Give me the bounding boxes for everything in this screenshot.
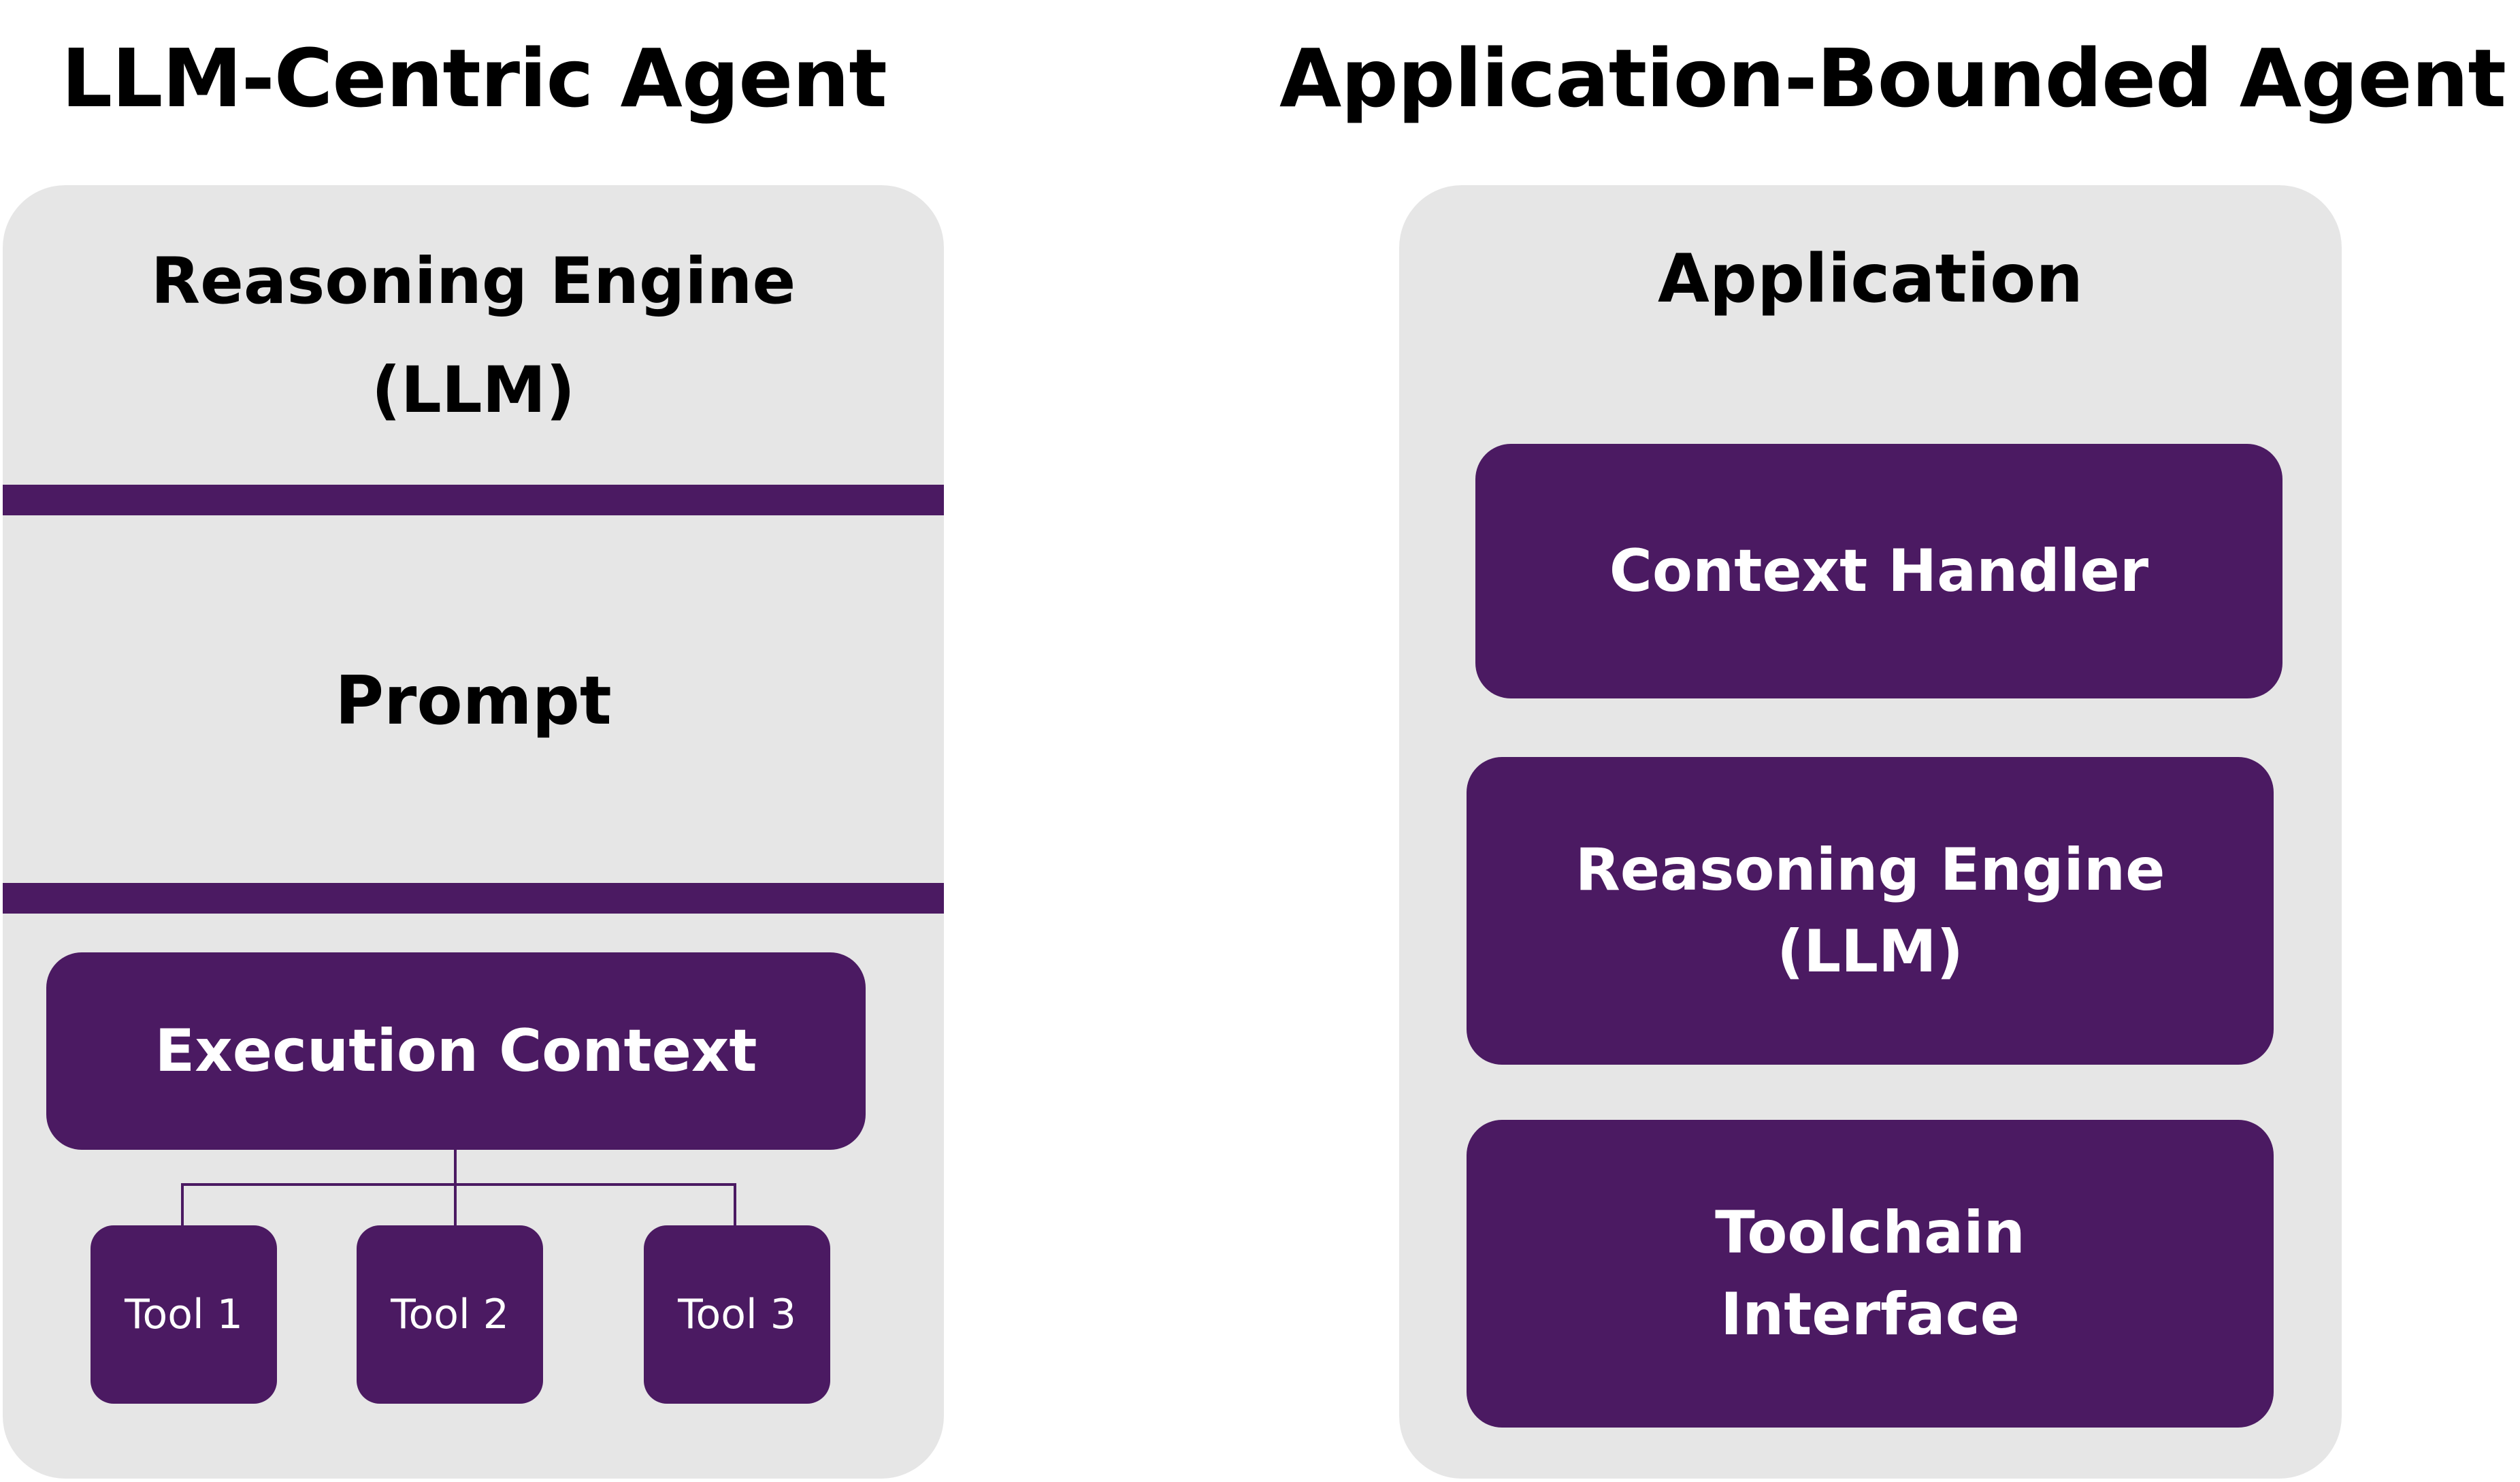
tool-3-box: Tool 3 xyxy=(644,1225,830,1404)
toolchain-interface-box: Toolchain Interface xyxy=(1467,1120,2274,1428)
llm-centric-panel: Reasoning Engine (LLM) Prompt Execution … xyxy=(3,185,944,1479)
tool-2-label: Tool 2 xyxy=(391,1291,509,1338)
toolchain-interface-line2: Interface xyxy=(1720,1280,2020,1349)
application-label: Application xyxy=(1657,240,2084,318)
context-handler-label: Context Handler xyxy=(1609,536,2149,605)
context-handler-box: Context Handler xyxy=(1475,444,2282,698)
reasoning-engine-line2: (LLM) xyxy=(371,353,576,428)
reasoning-engine-box-line1: Reasoning Engine xyxy=(1575,835,2165,904)
divider-top xyxy=(3,485,944,515)
tool-connector-lines xyxy=(181,1150,736,1225)
execution-context-label: Execution Context xyxy=(154,1016,757,1085)
prompt-label: Prompt xyxy=(335,662,612,740)
execution-context-box: Execution Context xyxy=(46,952,866,1150)
tool-2-box: Tool 2 xyxy=(357,1225,543,1404)
left-heading: LLM-Centric Agent xyxy=(61,31,887,125)
tool-1-label: Tool 1 xyxy=(125,1291,243,1338)
tool-1-box: Tool 1 xyxy=(91,1225,277,1404)
application-bounded-panel: Application Context Handler Reasoning En… xyxy=(1399,185,2342,1479)
reasoning-engine-line1: Reasoning Engine xyxy=(150,244,796,319)
reasoning-engine-label: Reasoning Engine (LLM) xyxy=(3,227,944,445)
divider-bottom xyxy=(3,883,944,914)
right-heading: Application-Bounded Agent xyxy=(1279,31,2506,125)
tool-3-label: Tool 3 xyxy=(678,1291,796,1338)
reasoning-engine-box: Reasoning Engine (LLM) xyxy=(1467,757,2274,1065)
reasoning-engine-box-line2: (LLM) xyxy=(1777,918,1963,986)
toolchain-interface-line1: Toolchain xyxy=(1715,1198,2025,1267)
